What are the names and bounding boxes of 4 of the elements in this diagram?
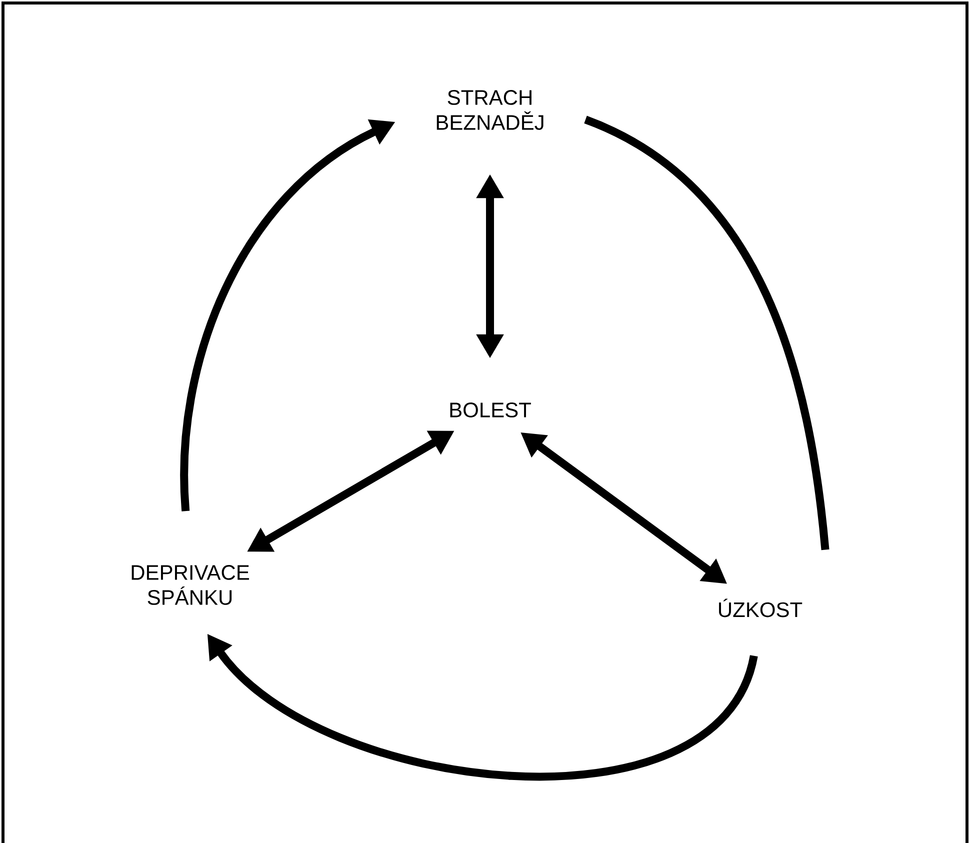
node-label: STRACH BEZNADĚJ: [436, 90, 544, 130]
node-label: ÚZKOST: [719, 598, 802, 618]
node-label: BOLEST: [450, 402, 531, 418]
node-label: DEPRIVACE SPÁNKU: [132, 565, 249, 605]
